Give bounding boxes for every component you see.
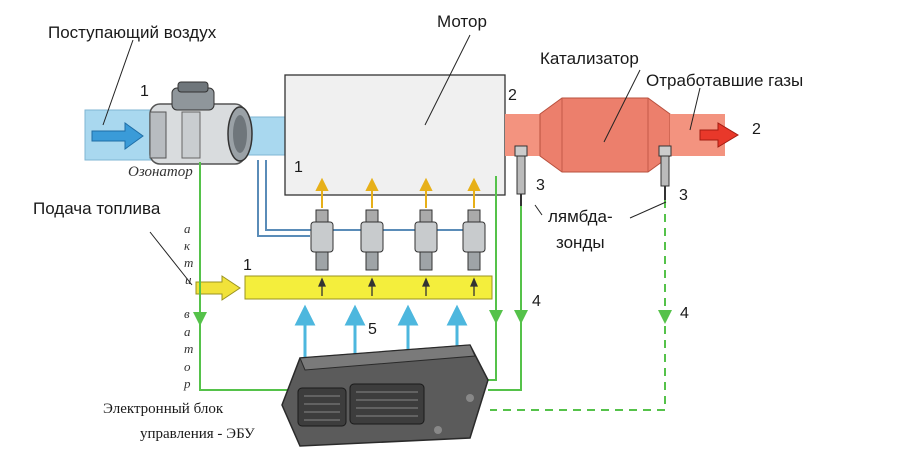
- lambda-probe-2: [658, 145, 672, 200]
- lambda-label-1: лямбда-: [548, 207, 613, 226]
- sensor-wire-2: [265, 160, 472, 231]
- sensor-wire: [257, 160, 310, 237]
- catalyst-label: Катализатор: [540, 49, 639, 68]
- fuel-supply-label: Подача топлива: [33, 199, 161, 218]
- number-lambda-a: 3: [536, 177, 545, 194]
- intake-flow-arrow: [91, 122, 144, 150]
- ozonator: [149, 81, 253, 165]
- number-motor-out: 2: [508, 87, 517, 104]
- number-injector-ctrl: 5: [368, 321, 377, 338]
- signal-arrowheads: [193, 310, 672, 326]
- lambda-label-2: зонды: [556, 233, 605, 252]
- number-fuel-rail: 1: [243, 257, 252, 274]
- ecu-label-1: Электронный блок: [103, 401, 224, 417]
- injector-control-arrows: [294, 304, 468, 360]
- injector: [360, 209, 384, 271]
- fuel-rail-arrows: [318, 277, 478, 296]
- actuator-letter: т: [184, 341, 193, 356]
- actuator-vertical-label: а к т и в а т о р: [183, 221, 193, 391]
- injector: [310, 209, 334, 271]
- actuator-letter: к: [184, 238, 191, 253]
- incoming-air-label: Поступающий воздух: [48, 23, 217, 42]
- exhaust-flow-arrow: [699, 122, 739, 148]
- fuel-into-motor-arrows: [315, 177, 481, 208]
- motor-block: [284, 74, 506, 196]
- number-signal-a: 4: [532, 293, 541, 310]
- motor-label: Мотор: [437, 12, 487, 31]
- number-motor-in: 1: [294, 159, 303, 176]
- actuator-letter: р: [183, 376, 191, 391]
- ecu-unit: [281, 344, 489, 447]
- actuator-letter: а: [184, 324, 191, 339]
- actuator-letter: т: [184, 255, 193, 270]
- pointer-lines: [102, 34, 701, 286]
- number-intake: 1: [140, 83, 149, 100]
- actuator-letter: и: [185, 272, 192, 287]
- injector: [414, 209, 438, 271]
- ecu-label-2: управления - ЭБУ: [140, 426, 255, 442]
- signal-line-dashed: [490, 200, 666, 411]
- ozonator-label: Озонатор: [128, 164, 193, 180]
- number-signal-b: 4: [680, 305, 689, 322]
- fuel-inlet-arrow: [195, 275, 241, 301]
- fuel-rail: [244, 275, 493, 300]
- number-lambda-b: 3: [679, 187, 688, 204]
- catalyst: [539, 97, 671, 173]
- lambda-probe-1: [514, 145, 528, 206]
- exhaust-label: Отработавшие газы: [646, 71, 803, 90]
- number-exhaust-out: 2: [752, 121, 761, 138]
- injector: [462, 209, 486, 271]
- actuator-letter: а: [184, 221, 191, 236]
- actuator-letter: в: [184, 306, 190, 321]
- actuator-letter: о: [184, 359, 191, 374]
